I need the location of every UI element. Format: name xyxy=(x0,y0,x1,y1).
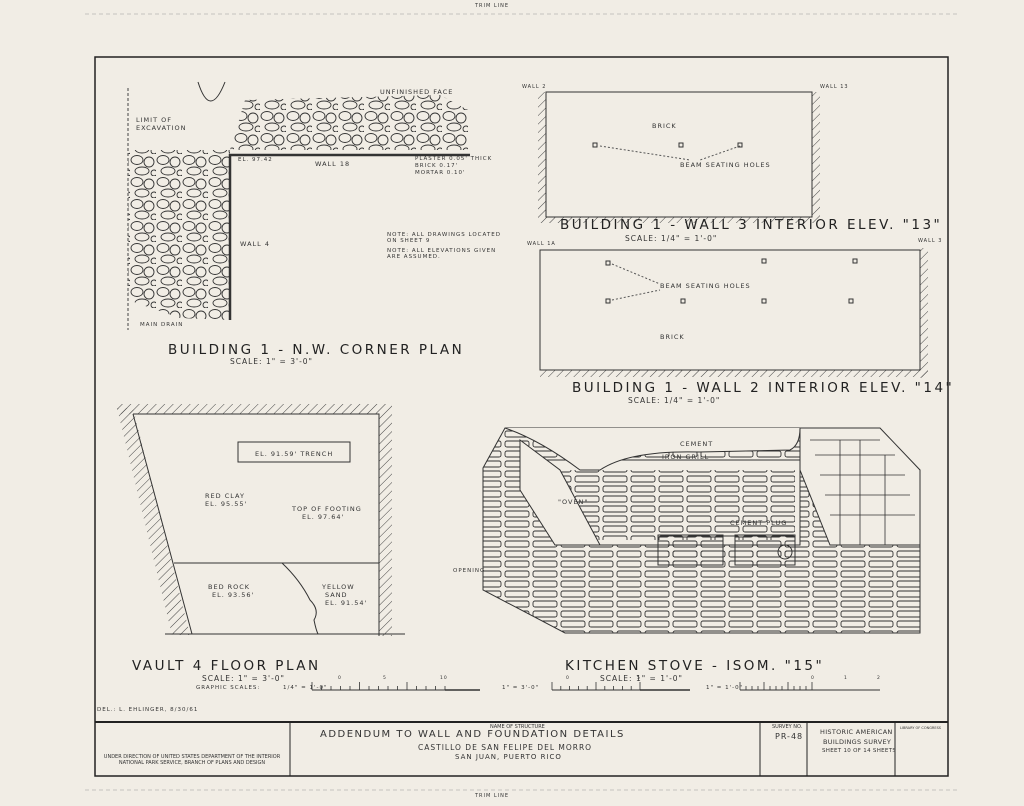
wall3-scale: SCALE: 1/4" = 1'-0" xyxy=(625,234,718,243)
wall2-holes-label: BEAM SEATING HOLES xyxy=(660,282,751,290)
stove-title: KITCHEN STOVE - ISOM. "15" xyxy=(565,658,825,674)
archive-text: LIBRARY OF CONGRESS xyxy=(900,726,942,730)
habs-line-2: BUILDINGS SURVEY xyxy=(823,738,892,746)
footing-el: EL. 97.64' xyxy=(302,513,345,521)
agency-text: UNDER DIRECTION OF UNITED STATES DEPARTM… xyxy=(103,754,281,766)
survey-no-label: SURVEY NO. xyxy=(772,724,803,730)
stove-scale: SCALE: 1" = 1'-0" xyxy=(600,674,683,683)
el-label: EL. 97.42 xyxy=(238,157,273,163)
scale-3-tick-2: 2 xyxy=(877,676,881,681)
cement-label: CEMENT xyxy=(680,440,714,448)
delineator: DEL.: L. EHLINGER, 8/30/61 xyxy=(97,707,199,713)
sand-label: SAND xyxy=(325,591,348,599)
bed-rock-label: BED ROCK xyxy=(208,583,251,591)
wall4-label: WALL 4 xyxy=(240,240,270,248)
red-clay-label: RED CLAY xyxy=(205,492,245,500)
scale-2-label: 1" = 3'-0" xyxy=(502,685,540,691)
structure-name: CASTILLO DE SAN FELIPE DEL MORRO xyxy=(418,743,593,752)
wall3-title: BUILDING 1 - WALL 3 INTERIOR ELEV. "13" xyxy=(560,217,943,233)
bed-rock-el: EL. 93.56' xyxy=(212,591,255,599)
vault-title: VAULT 4 FLOOR PLAN xyxy=(132,658,321,674)
wall2-right-label: WALL 3 xyxy=(918,238,943,244)
scale-2-tick-0: 0 xyxy=(566,676,570,681)
corner-plan-scale: SCALE: 1" = 3'-0" xyxy=(230,357,313,366)
plaster-label: PLASTER 0.05' THICK xyxy=(415,156,493,162)
scale-3-tick-0: 0 xyxy=(811,676,815,681)
wall3-brick-label: BRICK xyxy=(652,122,677,130)
grill-label: IRON GRILL xyxy=(662,453,710,461)
name-of-structure-label: NAME OF STRUCTURE xyxy=(490,724,545,730)
scale-3-tick-1: 1 xyxy=(844,676,848,681)
yellow-label: YELLOW xyxy=(322,583,355,591)
wall2-scale: SCALE: 1/4" = 1'-0" xyxy=(628,396,721,405)
wall3-left-label: WALL 2 xyxy=(522,84,547,90)
sheet-number: SHEET 10 OF 14 SHEETS xyxy=(822,748,897,754)
survey-no: PR-48 xyxy=(775,732,804,741)
note-2: NOTE: ALL ELEVATIONS GIVEN ARE ASSUMED. xyxy=(387,248,497,260)
scale-1-tick-5: 5 xyxy=(383,676,387,681)
opening-label: OPENING xyxy=(453,568,486,574)
red-clay-el: EL. 95.55' xyxy=(205,500,248,508)
trench-label: EL. 91.59' TRENCH xyxy=(255,450,334,458)
scale-3-label: 1" = 1'-0" xyxy=(706,685,744,691)
scale-2-tick-5: 5 xyxy=(637,676,641,681)
habs-line-1: HISTORIC AMERICAN xyxy=(820,728,893,736)
corner-plan-title: BUILDING 1 - N.W. CORNER PLAN xyxy=(168,342,465,358)
limit-label: LIMIT OF EXCAVATION xyxy=(136,116,187,132)
trim-line-top: TRIM LINE xyxy=(475,3,510,9)
wall2-title: BUILDING 1 - WALL 2 INTERIOR ELEV. "14" xyxy=(572,380,955,396)
wall3-holes-label: BEAM SEATING HOLES xyxy=(680,161,771,169)
unfinished-label: UNFINISHED FACE xyxy=(380,88,454,96)
footing-label: TOP OF FOOTING xyxy=(292,505,362,513)
drawing-name: ADDENDUM TO WALL AND FOUNDATION DETAILS xyxy=(320,729,625,740)
scale-1-label: 1/4" = 1'-0" xyxy=(283,685,328,691)
brick-label: BRICK 0.17' xyxy=(415,163,459,169)
note-1: NOTE: ALL DRAWINGS LOCATED ON SHEET 9 xyxy=(387,232,501,244)
mortar-label: MORTAR 0.10' xyxy=(415,170,466,176)
wall2-left-label: WALL 1A xyxy=(527,241,556,247)
sand-el: EL. 91.54' xyxy=(325,599,368,607)
vault-scale: SCALE: 1" = 3'-0" xyxy=(202,674,285,683)
trim-line-bottom: TRIM LINE xyxy=(475,793,510,799)
scale-1-tick-0: 0 xyxy=(338,676,342,681)
wall3-right-label: WALL 13 xyxy=(820,84,849,90)
scale-1-tick-10: 10 xyxy=(440,676,448,681)
drain-label: MAIN DRAIN xyxy=(140,322,184,328)
graphic-scales-label: GRAPHIC SCALES: xyxy=(196,685,261,691)
wall18-label: WALL 18 xyxy=(315,160,351,168)
location: SAN JUAN, PUERTO RICO xyxy=(455,753,562,761)
wall2-brick-label: BRICK xyxy=(660,333,685,341)
cement-plug-label: CEMENT PLUG xyxy=(730,519,788,527)
oven-label: "OVEN" xyxy=(558,498,589,506)
